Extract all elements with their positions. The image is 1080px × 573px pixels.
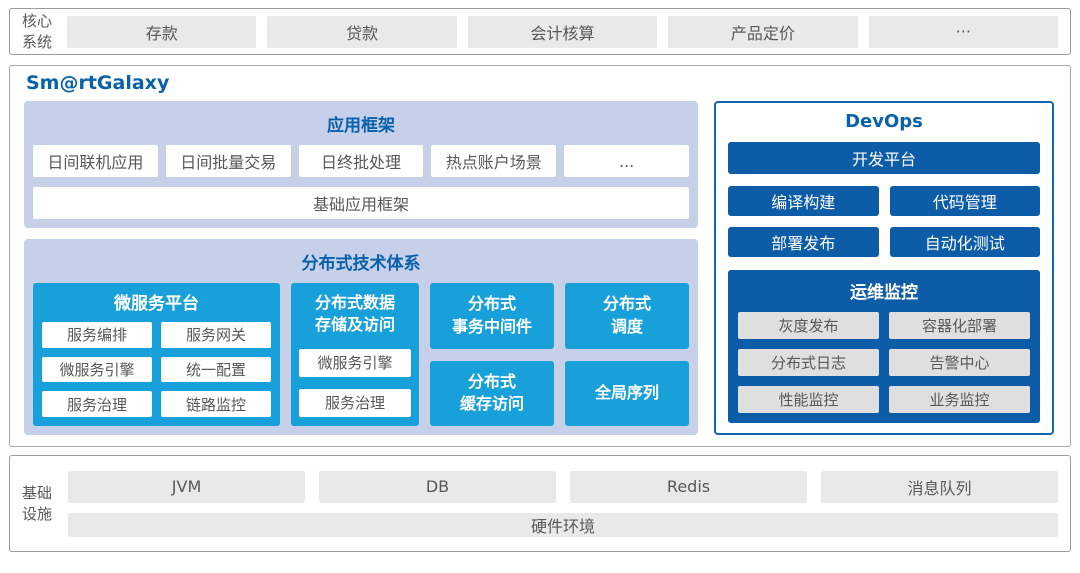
microservice-item-governance: 服务治理 <box>42 391 152 417</box>
app-framework-title: 应用框架 <box>327 116 395 136</box>
monitoring-item-log: 分布式日志 <box>738 349 879 376</box>
infrastructure-row: JVM DB Redis 消息队列 <box>68 470 1059 503</box>
microservice-platform-title: 微服务平台 <box>114 294 199 314</box>
monitoring-item-container: 容器化部署 <box>889 312 1030 339</box>
infrastructure-item-redis: Redis <box>570 470 808 503</box>
core-systems-label: 核心 系统 <box>22 12 53 51</box>
monitoring-item-business: 业务监控 <box>889 386 1030 413</box>
infrastructure-item-db: DB <box>319 470 557 503</box>
ops-monitoring-title: 运维监控 <box>850 283 918 303</box>
core-system-item-accounting: 会计核算 <box>467 15 658 48</box>
devops-title: DevOps <box>845 111 923 132</box>
infrastructure-item-jvm: JVM <box>68 470 306 503</box>
app-framework-item-eod-batch: 日终批处理 <box>298 145 424 177</box>
smartgalaxy-body: 应用框架 日间联机应用 日间批量交易 日终批处理 热点账户场景 ... 基础应用… <box>24 101 1054 435</box>
microservice-item-orchestration: 服务编排 <box>42 322 152 348</box>
app-framework-item-batch-trade: 日间批量交易 <box>165 145 291 177</box>
distributed-grid: 微服务平台 服务编排 服务网关 微服务引擎 统一配置 服务治理 链路监控 分布式… <box>33 283 689 426</box>
hardware-env-box: 硬件环境 <box>68 512 1058 537</box>
ops-monitoring-grid: 灰度发布 容器化部署 分布式日志 告警中心 性能监控 业务监控 <box>738 312 1030 413</box>
global-sequence-box: 全局序列 <box>565 360 689 426</box>
core-systems-items: 存款 贷款 会计核算 产品定价 ··· <box>67 15 1058 48</box>
distributed-panel: 分布式技术体系 微服务平台 服务编排 服务网关 微服务引擎 统一配置 服务治理 … <box>24 239 698 435</box>
app-framework-item-online: 日间联机应用 <box>33 145 158 177</box>
data-storage-title: 分布式数据 存储及访问 <box>314 293 395 335</box>
core-systems-bar: 核心 系统 存款 贷款 会计核算 产品定价 ··· <box>9 8 1071 55</box>
data-storage-item-governance: 服务治理 <box>299 388 411 417</box>
smartgalaxy-title: Sm@rtGalaxy <box>26 72 170 94</box>
infrastructure-items: JVM DB Redis 消息队列 硬件环境 <box>68 470 1059 537</box>
core-system-item-pricing: 产品定价 <box>668 15 858 48</box>
transaction-middleware-box: 分布式 事务中间件 <box>430 283 554 349</box>
devops-tools-grid: 编译构建 代码管理 部署发布 自动化测试 <box>728 186 1040 257</box>
devops-tool-autotest: 自动化测试 <box>889 227 1040 257</box>
monitoring-item-alert: 告警中心 <box>889 349 1030 376</box>
infrastructure-label: 基础 设施 <box>22 484 53 523</box>
data-storage-box: 分布式数据 存储及访问 微服务引擎 服务治理 <box>291 283 419 426</box>
devops-tool-code: 代码管理 <box>889 186 1040 216</box>
core-system-item-deposit: 存款 <box>67 15 257 48</box>
app-framework-row: 日间联机应用 日间批量交易 日终批处理 热点账户场景 ... <box>33 145 689 177</box>
microservice-platform-box: 微服务平台 服务编排 服务网关 微服务引擎 统一配置 服务治理 链路监控 <box>33 283 280 426</box>
devops-panel: DevOps 开发平台 编译构建 代码管理 部署发布 自动化测试 运维监控 灰度… <box>714 101 1054 435</box>
monitoring-item-gray-release: 灰度发布 <box>738 312 879 339</box>
infrastructure-bar: 基础 设施 JVM DB Redis 消息队列 硬件环境 <box>9 455 1071 552</box>
devops-tool-deploy: 部署发布 <box>728 227 879 257</box>
dev-platform-box: 开发平台 <box>728 142 1040 174</box>
infrastructure-item-mq: 消息队列 <box>821 470 1059 503</box>
distributed-title: 分布式技术体系 <box>301 254 421 274</box>
microservice-item-config: 统一配置 <box>161 356 271 383</box>
scheduler-box: 分布式 调度 <box>565 283 689 349</box>
microservice-item-gateway: 服务网关 <box>161 322 271 348</box>
base-app-framework-box: 基础应用框架 <box>33 187 689 219</box>
core-system-item-loan: 贷款 <box>267 15 457 48</box>
distributed-cell-column-2: 分布式 调度 全局序列 <box>565 283 689 426</box>
distributed-cell-column-1: 分布式 事务中间件 分布式 缓存访问 <box>430 283 554 426</box>
data-storage-item-engine: 微服务引擎 <box>299 348 411 377</box>
cache-access-box: 分布式 缓存访问 <box>430 360 554 426</box>
microservice-item-tracing: 链路监控 <box>161 391 271 417</box>
galaxy-left-column: 应用框架 日间联机应用 日间批量交易 日终批处理 热点账户场景 ... 基础应用… <box>24 101 698 435</box>
microservice-item-engine: 微服务引擎 <box>42 356 152 383</box>
microservice-grid: 服务编排 服务网关 微服务引擎 统一配置 服务治理 链路监控 <box>42 322 271 417</box>
monitoring-item-performance: 性能监控 <box>738 386 879 413</box>
devops-tool-build: 编译构建 <box>728 186 879 216</box>
app-framework-panel: 应用框架 日间联机应用 日间批量交易 日终批处理 热点账户场景 ... 基础应用… <box>24 101 698 228</box>
app-framework-item-hot-account: 热点账户场景 <box>431 145 557 177</box>
core-system-item-more: ··· <box>868 15 1058 48</box>
smartgalaxy-panel: Sm@rtGalaxy 应用框架 日间联机应用 日间批量交易 日终批处理 热点账… <box>9 65 1071 447</box>
ops-monitoring-box: 运维监控 灰度发布 容器化部署 分布式日志 告警中心 性能监控 业务监控 <box>728 270 1040 423</box>
app-framework-item-more: ... <box>564 145 689 177</box>
